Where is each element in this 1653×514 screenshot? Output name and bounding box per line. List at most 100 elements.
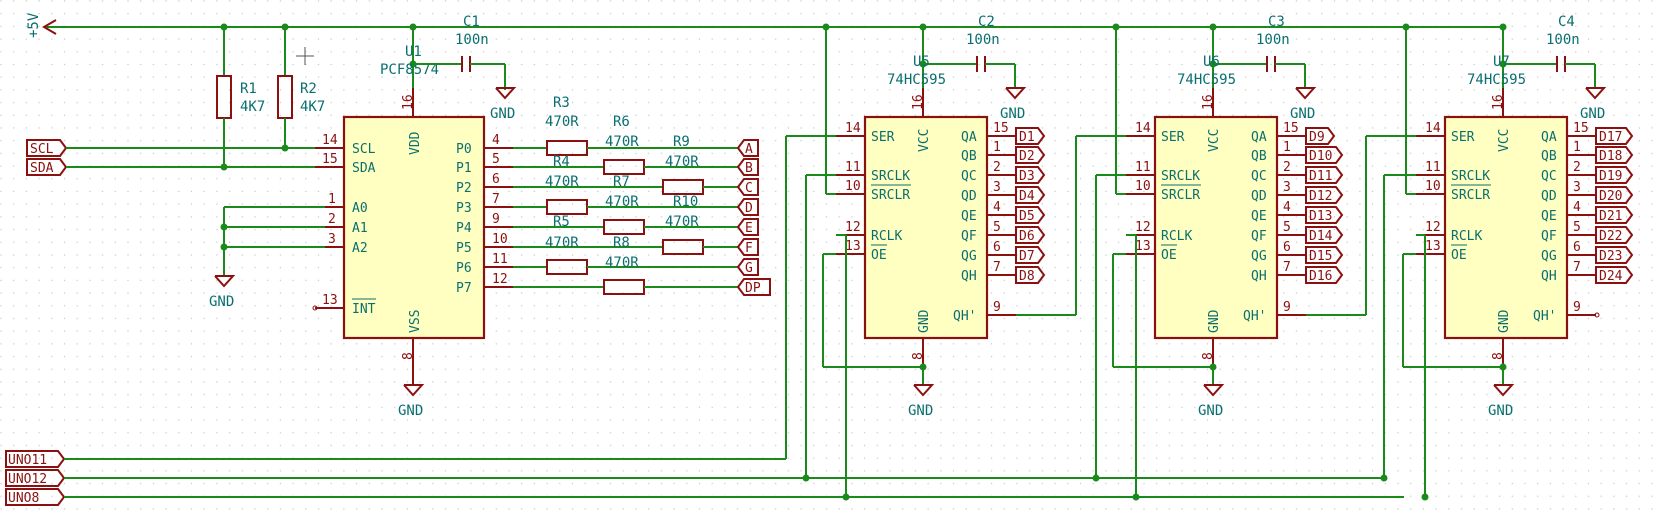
resistor-ref: R4 xyxy=(553,154,570,170)
sda-port[interactable] xyxy=(26,158,68,176)
output-port[interactable] xyxy=(1015,246,1046,264)
output-label: D15 xyxy=(1309,249,1332,264)
pin-name: SER xyxy=(871,130,895,145)
resistor-ref: R9 xyxy=(673,134,690,150)
output-port[interactable] xyxy=(1305,146,1344,164)
gnd-triangle xyxy=(495,87,517,100)
shift-register-u6[interactable]: GNDC3100nU674HC59516VCC8GNDGND14SER11SRC… xyxy=(1112,14,1416,419)
segment-port[interactable] xyxy=(736,139,759,157)
output-label: D21 xyxy=(1599,209,1622,224)
junction xyxy=(1112,23,1120,31)
capacitor-ref: C3 xyxy=(1268,14,1285,30)
output-port[interactable] xyxy=(1015,186,1046,204)
u1-pin-number: 9 xyxy=(492,212,500,227)
segment-port[interactable] xyxy=(736,198,759,216)
output-port[interactable] xyxy=(1305,166,1344,184)
output-port[interactable] xyxy=(1305,226,1344,244)
output-port[interactable] xyxy=(1305,206,1344,224)
output-label: D4 xyxy=(1019,189,1035,204)
output-port[interactable] xyxy=(1015,206,1046,224)
output-port[interactable] xyxy=(1015,127,1046,145)
junction xyxy=(919,363,927,371)
pin-number: 12 xyxy=(845,220,861,235)
resistor-ref: R6 xyxy=(613,114,630,130)
pin-name: QG xyxy=(1541,249,1557,264)
output-port[interactable] xyxy=(1595,166,1634,184)
output-label: D16 xyxy=(1309,269,1332,284)
pin-name: QH xyxy=(1541,269,1557,284)
pin-name: QA xyxy=(961,130,977,145)
junction xyxy=(1209,23,1217,31)
output-port[interactable] xyxy=(1015,166,1046,184)
output-port[interactable] xyxy=(1595,226,1634,244)
uno-port[interactable] xyxy=(5,488,66,506)
segment-port[interactable] xyxy=(736,238,759,256)
output-port[interactable] xyxy=(1305,127,1336,145)
segment-port[interactable] xyxy=(736,158,759,176)
u1-pin-number: 4 xyxy=(492,133,500,148)
pin-number: 2 xyxy=(993,160,1001,175)
output-port[interactable] xyxy=(1305,266,1344,284)
junction xyxy=(1209,363,1217,371)
shift-register-u7[interactable]: GNDC4100nU774HC59516VCC8GNDGND14SER11SRC… xyxy=(1402,14,1634,419)
output-port[interactable] xyxy=(1595,146,1634,164)
output-port[interactable] xyxy=(1595,206,1634,224)
junction xyxy=(1132,493,1140,501)
gnd-pin-num: 8 xyxy=(911,352,926,360)
segment-port[interactable] xyxy=(736,218,759,236)
pin-number: 13 xyxy=(1135,239,1151,254)
u1-pcf8574[interactable]: U1 PCF8574 16 VDD 8 VSS 14SCL15SDA1A02A1… xyxy=(315,23,513,386)
shift-register-u5[interactable]: GNDC2100nU574HC59516VCC8GNDGND14SER11SRC… xyxy=(822,14,1126,419)
pin-name: RCLK xyxy=(871,229,902,244)
pin-number: 1 xyxy=(1573,140,1581,155)
output-port[interactable] xyxy=(1595,186,1634,204)
gnd-symbol: GND xyxy=(1488,384,1515,419)
vcc-pin-num: 16 xyxy=(1201,94,1216,110)
gnd-label: GND xyxy=(398,403,423,419)
output-port[interactable] xyxy=(1015,146,1046,164)
gnd-label: GND xyxy=(1000,106,1025,122)
output-port[interactable] xyxy=(1595,246,1634,264)
output-port[interactable] xyxy=(1595,127,1634,145)
u1-pin-name: P6 xyxy=(456,261,472,276)
uno-port[interactable] xyxy=(5,469,66,487)
junction xyxy=(1421,493,1429,501)
segment-label: F xyxy=(745,241,753,256)
pin-name: QG xyxy=(961,249,977,264)
resistor-ref: R3 xyxy=(553,95,570,111)
output-port[interactable] xyxy=(1305,246,1344,264)
pin-name: QF xyxy=(961,229,977,244)
segment-port[interactable] xyxy=(736,178,759,196)
pin-number: 5 xyxy=(1573,220,1581,235)
output-label: D9 xyxy=(1309,130,1325,145)
output-port[interactable] xyxy=(1015,266,1046,284)
cursor-crosshair xyxy=(296,47,314,65)
u1-pin-name: P3 xyxy=(456,201,472,216)
output-port[interactable] xyxy=(1015,226,1046,244)
segment-label: C xyxy=(745,181,753,196)
gnd-label: GND xyxy=(1580,106,1605,122)
segment-port[interactable] xyxy=(736,278,771,296)
pin-name: RCLK xyxy=(1451,229,1482,244)
resistor-value: 470R xyxy=(605,194,639,210)
pin-number: 10 xyxy=(1425,179,1441,194)
gnd-triangle xyxy=(1493,384,1515,397)
output-port[interactable] xyxy=(1305,186,1344,204)
output-port[interactable] xyxy=(1595,266,1634,284)
segment-port[interactable] xyxy=(736,258,759,276)
pin-name: QE xyxy=(1541,209,1557,224)
pin-name: SRCLR xyxy=(871,188,910,203)
ic-value: 74HC595 xyxy=(1177,72,1236,88)
pin-name: SER xyxy=(1161,130,1185,145)
pin-number: 1 xyxy=(1283,140,1291,155)
scl-port[interactable] xyxy=(26,139,68,157)
pin-name: QG xyxy=(1251,249,1267,264)
u1-pin-name: P1 xyxy=(456,161,472,176)
gnd-pin-name: GND xyxy=(1207,309,1222,333)
gnd-symbol: GND xyxy=(398,384,425,419)
uno-port[interactable] xyxy=(5,450,66,468)
u1-pin-number: 7 xyxy=(492,192,500,207)
pin-name: SER xyxy=(1451,130,1475,145)
